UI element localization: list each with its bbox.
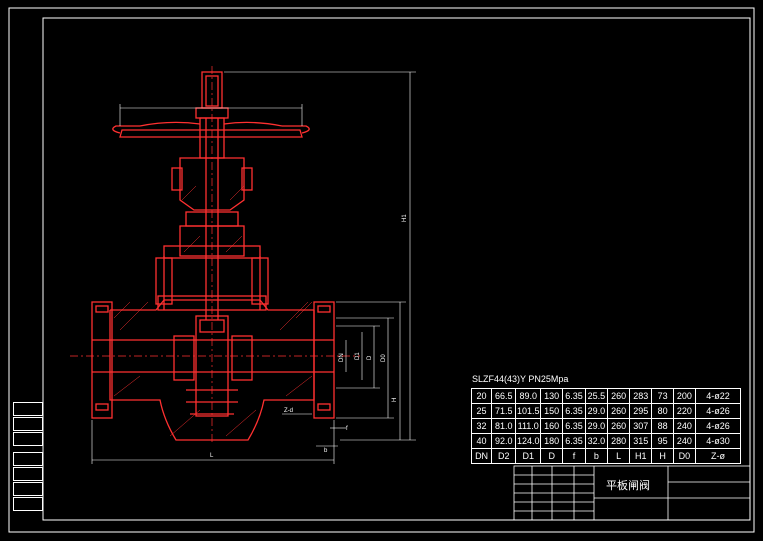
- table-cell: 73: [651, 388, 674, 404]
- table-cell: 29.0: [584, 403, 609, 419]
- dim-label-l: L: [210, 453, 214, 459]
- dim-label-dn: DN: [339, 353, 345, 362]
- table-cell: 40: [470, 433, 493, 449]
- table-cell: 295: [629, 403, 653, 419]
- side-cell-7: [13, 497, 43, 511]
- dim-label-h1: H1: [402, 214, 408, 222]
- table-cell: b: [584, 448, 609, 464]
- table-cell: 220: [672, 403, 697, 419]
- side-cell-2: [13, 417, 43, 431]
- table-cell: 25: [470, 403, 493, 419]
- dim-label-d1: D1: [355, 352, 361, 360]
- table-cell: 240: [672, 418, 697, 434]
- table-cell: 6.35: [562, 418, 586, 434]
- drawing-title: 平板闸阀: [606, 478, 650, 492]
- table-cell: 160: [540, 418, 564, 434]
- table-cell: H1: [629, 448, 653, 464]
- table-cell: 4-ø26: [695, 418, 741, 434]
- dim-label-d: D: [367, 355, 373, 360]
- side-cell-1: [13, 402, 43, 416]
- table-cell: 32.0: [584, 433, 609, 449]
- table-cell: D0: [672, 448, 697, 464]
- table-cell: L: [607, 448, 631, 464]
- title-block-frame: [513, 465, 751, 521]
- table-cell: 6.35: [562, 388, 586, 404]
- table-cell: 88: [651, 418, 674, 434]
- table-cell: 95: [651, 433, 674, 449]
- table-cell: 32: [470, 418, 493, 434]
- table-cell: 260: [607, 418, 631, 434]
- dimension-labels: H1 H D0 D D1 DN L Z-d f b: [210, 214, 408, 459]
- table-cell: 20: [470, 388, 493, 404]
- table-cell: 6.35: [562, 433, 586, 449]
- hatching: [113, 185, 313, 437]
- center-lines: [70, 66, 360, 445]
- table-cell: 29.0: [584, 418, 609, 434]
- table-cell: f: [562, 448, 586, 464]
- table-cell: 260: [607, 388, 631, 404]
- table-cell: D2: [491, 448, 517, 464]
- dim-label-h: H: [392, 398, 398, 402]
- dimension-lines: [91, 71, 416, 464]
- table-cell: D1: [515, 448, 542, 464]
- table-cell: 280: [607, 433, 631, 449]
- table-cell: 66.5: [491, 388, 517, 404]
- table-cell: 180: [540, 433, 564, 449]
- table-cell: 260: [607, 403, 631, 419]
- table-cell: 71.5: [491, 403, 517, 419]
- table-cell: 200: [672, 388, 697, 404]
- table-cell: 307: [629, 418, 653, 434]
- table-cell: DN: [470, 448, 493, 464]
- table-cell: 111.0: [515, 418, 542, 434]
- table-cell: 101.5: [515, 403, 542, 419]
- table-cell: Z-ø: [695, 448, 741, 464]
- table-cell: 80: [651, 403, 674, 419]
- table-cell: 315: [629, 433, 653, 449]
- table-cell: 240: [672, 433, 697, 449]
- table-cell: D: [540, 448, 564, 464]
- outer-border: [8, 7, 755, 533]
- table-cell: 81.0: [491, 418, 517, 434]
- table-cell: 130: [540, 388, 564, 404]
- dim-label-b: b: [324, 448, 328, 454]
- table-cell: 150: [540, 403, 564, 419]
- table-cell: 89.0: [515, 388, 542, 404]
- table-cell: 92.0: [491, 433, 517, 449]
- table-cell: 4-ø30: [695, 433, 741, 449]
- table-cell: 6.35: [562, 403, 586, 419]
- dim-label-f: f: [346, 426, 348, 432]
- side-cell-6: [13, 482, 43, 496]
- spec-title: SLZF44(43)Y PN25Mpa: [472, 374, 569, 384]
- dim-label-z: Z-d: [284, 408, 293, 414]
- side-cell-5: [13, 467, 43, 481]
- dim-label-d0: D0: [381, 354, 387, 362]
- side-cell-4: [13, 452, 43, 466]
- inner-border: [42, 17, 751, 521]
- table-cell: 25.5: [584, 388, 609, 404]
- table-cell: H: [651, 448, 674, 464]
- table-cell: 4-ø22: [695, 388, 741, 404]
- side-cell-3: [13, 432, 43, 446]
- table-cell: 4-ø26: [695, 403, 741, 419]
- table-cell: 124.0: [515, 433, 542, 449]
- table-cell: 283: [629, 388, 653, 404]
